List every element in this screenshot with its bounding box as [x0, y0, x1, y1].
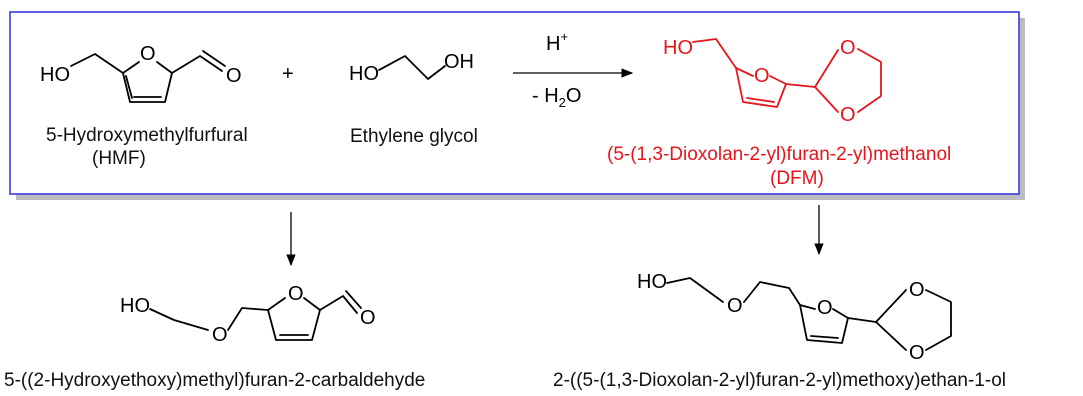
hmf-ring-o-atom: O — [140, 43, 156, 65]
side-left-ho-atom: HO — [120, 295, 150, 317]
dfm-ring-o-atom: O — [754, 65, 770, 87]
side-right-ho-atom: HO — [637, 271, 667, 293]
byproduct-label: - H2O — [532, 85, 581, 110]
dfm-name: (5-(1,3-Dioxolan-2-yl)furan-2-yl)methano… — [607, 144, 951, 165]
hmf-abbr: (HMF) — [92, 148, 146, 169]
dfm-dioxolane-o-bottom: O — [840, 104, 856, 126]
glycol-structure: HO OH Ethylene glycol — [349, 51, 478, 147]
dfm-dioxolane-o-top: O — [840, 37, 856, 59]
side-product-left-structure: HO O O O 5-((2-Hydroxyethoxy)methyl)fura… — [4, 283, 425, 391]
hmf-structure: HO O O 5-Hydroxymethylfurfural (HMF) — [40, 43, 248, 169]
side-left-ring-o-atom: O — [288, 283, 304, 305]
side-left-name: 5-((2-Hydroxyethoxy)methyl)furan-2-carba… — [4, 370, 425, 391]
side-product-right-structure: HO O O O O 2-((5-(1,3-Dioxolan-2-yl)fura… — [553, 271, 1006, 391]
dfm-abbr: (DFM) — [770, 168, 824, 189]
side-right-ether-o-atom: O — [727, 295, 743, 317]
side-right-name: 2-((5-(1,3-Dioxolan-2-yl)furan-2-yl)meth… — [553, 370, 1006, 391]
dfm-ho-atom: HO — [663, 37, 693, 59]
side-left-aldehyde-o-atom: O — [360, 307, 376, 329]
hmf-aldehyde-o-atom: O — [226, 65, 242, 87]
hmf-name: 5-Hydroxymethylfurfural — [46, 125, 248, 146]
hmf-ho-atom: HO — [40, 64, 70, 86]
catalyst-label: H+ — [546, 29, 568, 55]
dfm-structure: HO O O O (5-(1,3-Dioxolan-2-yl)furan-2-y… — [607, 37, 951, 189]
reaction-arrow-group: H+ - H2O — [513, 29, 634, 110]
glycol-oh-atom: OH — [444, 51, 474, 73]
side-right-ring-o-atom: O — [817, 297, 833, 319]
side-right-dioxolane-o-top: O — [909, 279, 925, 301]
plus-sign: + — [282, 63, 294, 85]
glycol-ho-atom: HO — [349, 63, 379, 85]
glycol-name: Ethylene glycol — [350, 126, 478, 147]
reaction-frame — [9, 11, 1020, 195]
side-left-ether-o-atom: O — [212, 324, 228, 346]
side-right-dioxolane-o-bottom: O — [909, 342, 925, 364]
